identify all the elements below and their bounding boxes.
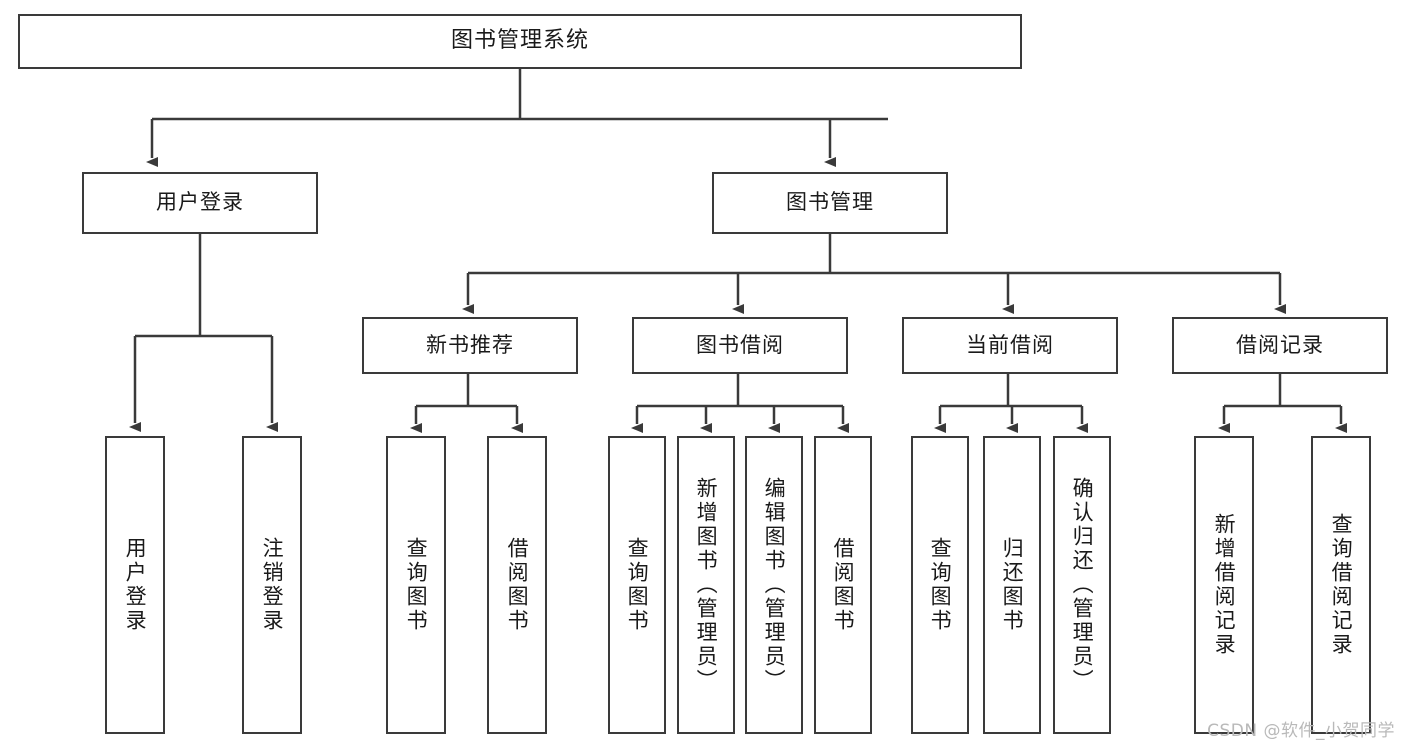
leaf-query-book-current[interactable]: 查询图书 [911,436,969,734]
node-label: 当前借阅 [966,332,1054,357]
leaf-user-login[interactable]: 用户登录 [105,436,165,734]
node-user-login[interactable]: 用户登录 [82,172,318,234]
node-label: 编辑图书（管理员） [762,477,787,693]
leaf-query-book-borrow[interactable]: 查询图书 [608,436,666,734]
node-book-management[interactable]: 图书管理 [712,172,948,234]
node-label: 用户登录 [156,190,244,215]
leaf-add-book-admin[interactable]: 新增图书（管理员） [677,436,735,734]
node-label: 查询图书 [625,537,650,633]
leaf-borrow-book-recommend[interactable]: 借阅图书 [487,436,547,734]
node-new-book-recommendation[interactable]: 新书推荐 [362,317,578,374]
node-label: 新增借阅记录 [1212,513,1237,657]
node-label: 图书借阅 [696,332,784,357]
node-label: 查询图书 [404,537,429,633]
node-label: 图书管理 [786,190,874,215]
node-label: 新增图书（管理员） [694,477,719,693]
node-label: 借阅记录 [1236,332,1324,357]
node-label: 查询借阅记录 [1329,513,1354,657]
leaf-edit-book-admin[interactable]: 编辑图书（管理员） [745,436,803,734]
node-label: 注销登录 [260,537,285,633]
leaf-confirm-return-admin[interactable]: 确认归还（管理员） [1053,436,1111,734]
node-label: 查询图书 [928,537,953,633]
leaf-return-book[interactable]: 归还图书 [983,436,1041,734]
watermark: CSDN @软件_小贺同学 [1207,721,1395,741]
node-label: 借阅图书 [505,537,530,633]
node-label: 新书推荐 [426,332,514,357]
leaf-query-book-recommend[interactable]: 查询图书 [386,436,446,734]
node-label: 用户登录 [123,537,148,633]
leaf-borrow-book[interactable]: 借阅图书 [814,436,872,734]
node-label: 图书管理系统 [450,28,589,54]
node-label: 借阅图书 [831,537,856,633]
leaf-user-logout[interactable]: 注销登录 [242,436,302,734]
node-book-borrow[interactable]: 图书借阅 [632,317,848,374]
node-current-borrow[interactable]: 当前借阅 [902,317,1118,374]
leaf-query-borrow-record[interactable]: 查询借阅记录 [1311,436,1371,734]
node-root[interactable]: 图书管理系统 [18,14,1022,69]
node-borrow-record[interactable]: 借阅记录 [1172,317,1388,374]
node-label: 归还图书 [1000,537,1025,633]
leaf-add-borrow-record[interactable]: 新增借阅记录 [1194,436,1254,734]
node-label: 确认归还（管理员） [1070,477,1095,693]
